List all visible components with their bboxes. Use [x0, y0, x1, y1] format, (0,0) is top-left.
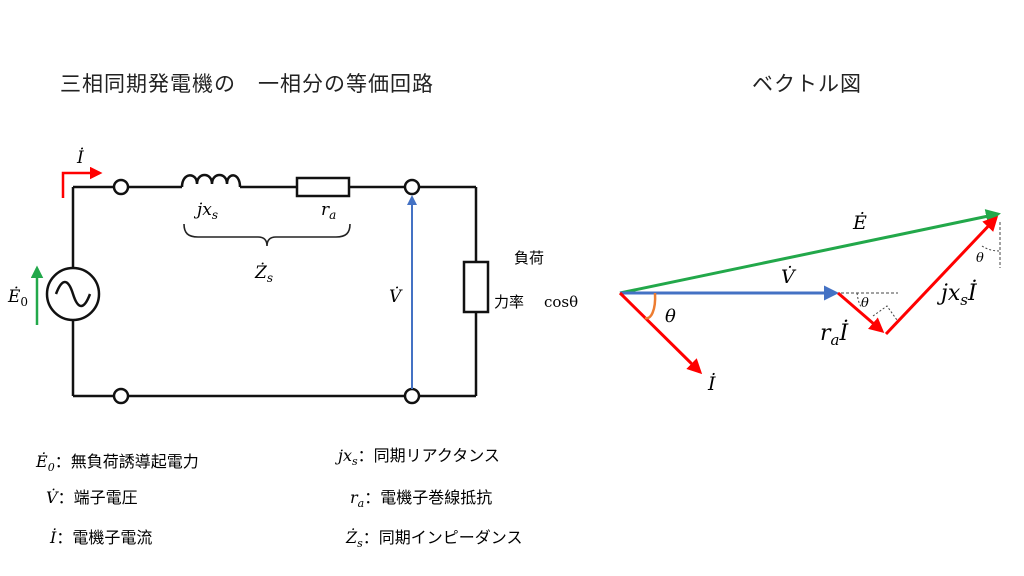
right-angle-marker	[872, 305, 898, 321]
power-factor-value: cosθ	[544, 293, 578, 311]
emf-label: Ė0	[7, 286, 28, 309]
circuit-diagram	[45, 173, 490, 405]
theta-arc-small-1	[856, 292, 863, 309]
legend-item-resistance: ra：電機子巻線抵抗	[350, 488, 492, 510]
vector-raI	[837, 291, 885, 333]
terminal-right-bottom	[403, 387, 421, 405]
resistance-label: ra	[321, 200, 336, 222]
vector-E	[619, 209, 1001, 295]
legend-item-voltage: V̇：端子電圧	[46, 488, 138, 507]
legend-right: jxs：同期リアクタンス ra：電機子巻線抵抗 Żs：同期インピーダンス	[335, 446, 522, 550]
legend-item-current: İ：電機子電流	[49, 527, 152, 547]
terminal-left-top	[112, 178, 130, 196]
theta-arc-small-2	[981, 245, 1001, 252]
legend-item-emf: Ė0：無負荷誘導起電力	[35, 451, 199, 474]
power-factor-label: 力率	[494, 293, 524, 311]
reactance-label: jxs	[193, 200, 218, 222]
vector-I	[618, 291, 703, 375]
load-box	[462, 260, 490, 314]
vector-diagram-title: ベクトル図	[752, 72, 862, 96]
legend-left: Ė0：無負荷誘導起電力 V̇：端子電圧 İ：電機子電流	[35, 451, 199, 547]
vector-jxsI-label: jxsİ	[936, 279, 978, 309]
vector-E-label: Ė	[852, 211, 867, 234]
theta-label: θ	[665, 306, 676, 327]
ac-source-sine-icon	[54, 280, 92, 308]
current-label: İ	[76, 147, 84, 168]
legend-item-reactance: jxs：同期リアクタンス	[335, 446, 500, 468]
theta-label-small-2: θ	[976, 251, 984, 266]
impedance-brace	[183, 223, 351, 247]
ac-source	[45, 266, 101, 322]
vector-V-label: V̇	[781, 266, 797, 288]
theta-label-small-1: θ	[861, 296, 869, 311]
resistor-ra	[295, 176, 351, 198]
current-arrow	[61, 166, 103, 198]
terminal-voltage-label: V̇	[389, 287, 403, 307]
inductor-jxs	[180, 173, 242, 188]
terminal-left-bottom	[112, 387, 130, 405]
vector-raI-label: raİ	[820, 319, 849, 349]
impedance-label: Żs	[254, 262, 273, 285]
vector-jxsI	[884, 215, 999, 336]
terminal-right-top	[403, 178, 421, 196]
load-label: 負荷	[514, 249, 544, 267]
theta-arc	[644, 292, 657, 320]
vector-diagram	[618, 209, 1001, 375]
legend-item-impedance: Żs：同期インピーダンス	[345, 527, 522, 550]
circuit-title: 三相同期発電機の 一相分の等価回路	[60, 72, 434, 96]
vector-I-label: İ	[707, 372, 716, 395]
